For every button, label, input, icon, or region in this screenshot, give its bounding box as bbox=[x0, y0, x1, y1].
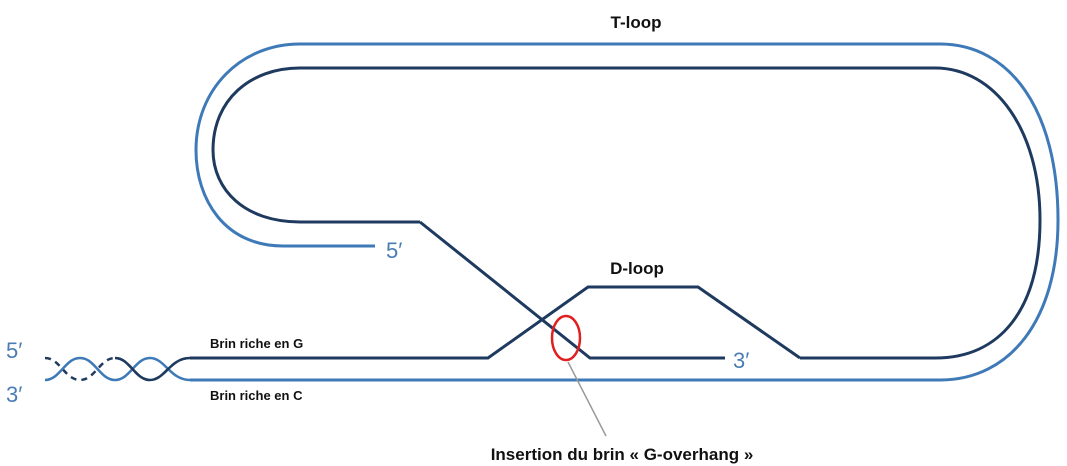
g-overhang-strand bbox=[419, 220, 725, 360]
d-loop-strand bbox=[190, 285, 801, 360]
t-loop-label: T-loop bbox=[611, 13, 662, 32]
loop-5prime-label: 5′ bbox=[386, 238, 402, 263]
d-loop-label: D-loop bbox=[610, 259, 664, 278]
insertion-highlight bbox=[550, 314, 582, 362]
left-5prime-label: 5′ bbox=[6, 338, 22, 363]
inner-loop-strand bbox=[211, 66, 1042, 360]
overhang-3prime-label: 3′ bbox=[733, 348, 749, 373]
c-rich-strand-label: Brin riche en C bbox=[210, 388, 303, 403]
insertion-caption: Insertion du brin « G-overhang » bbox=[491, 445, 754, 464]
double-helix bbox=[44, 356, 191, 382]
left-3prime-label: 3′ bbox=[6, 382, 22, 407]
g-rich-strand-label: Brin riche en G bbox=[210, 336, 303, 351]
insertion-pointer bbox=[567, 361, 607, 437]
outer-loop-strand bbox=[190, 42, 1060, 382]
